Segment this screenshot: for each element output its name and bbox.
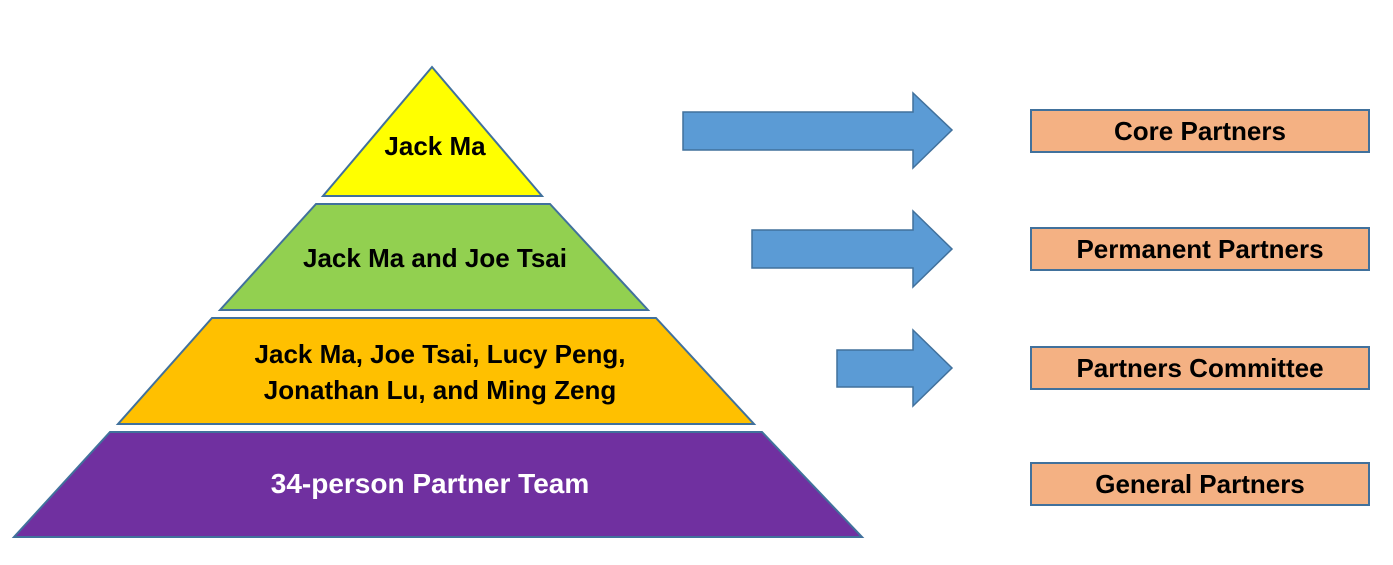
pyramid-tier-1-label: Jack Ma xyxy=(330,118,540,174)
pyramid-tier-4-shape xyxy=(11,431,865,538)
pyramid-tier-2-shape xyxy=(217,203,651,311)
role-box-general-partners: General Partners xyxy=(1030,462,1370,506)
tier-3-line-2: Jonathan Lu, and Ming Zeng xyxy=(263,375,617,405)
role-box-permanent-partners: Permanent Partners xyxy=(1030,227,1370,271)
pyramid-tier-3-label: Jack Ma, Joe Tsai, Lucy Peng, Jonathan L… xyxy=(150,334,730,410)
arrow-2 xyxy=(751,209,954,289)
tier-2-line-1: Jack Ma and Joe Tsai xyxy=(303,243,567,273)
role-box-partners-committee: Partners Committee xyxy=(1030,346,1370,390)
arrow-3 xyxy=(836,328,954,408)
pyramid-tier-2-label: Jack Ma and Joe Tsai xyxy=(240,230,630,286)
pyramid-tier-3-shape xyxy=(115,317,757,425)
arrow-1 xyxy=(682,91,954,170)
pyramid-tier-1-shape xyxy=(320,65,545,197)
tier-3-line-1: Jack Ma, Joe Tsai, Lucy Peng, xyxy=(254,339,626,369)
pyramid-tier-4-label: 34-person Partner Team xyxy=(120,456,740,512)
role-box-core-partners: Core Partners xyxy=(1030,109,1370,153)
tier-1-line-1: Jack Ma xyxy=(384,131,486,161)
tier-4-line-1: 34-person Partner Team xyxy=(270,468,590,499)
